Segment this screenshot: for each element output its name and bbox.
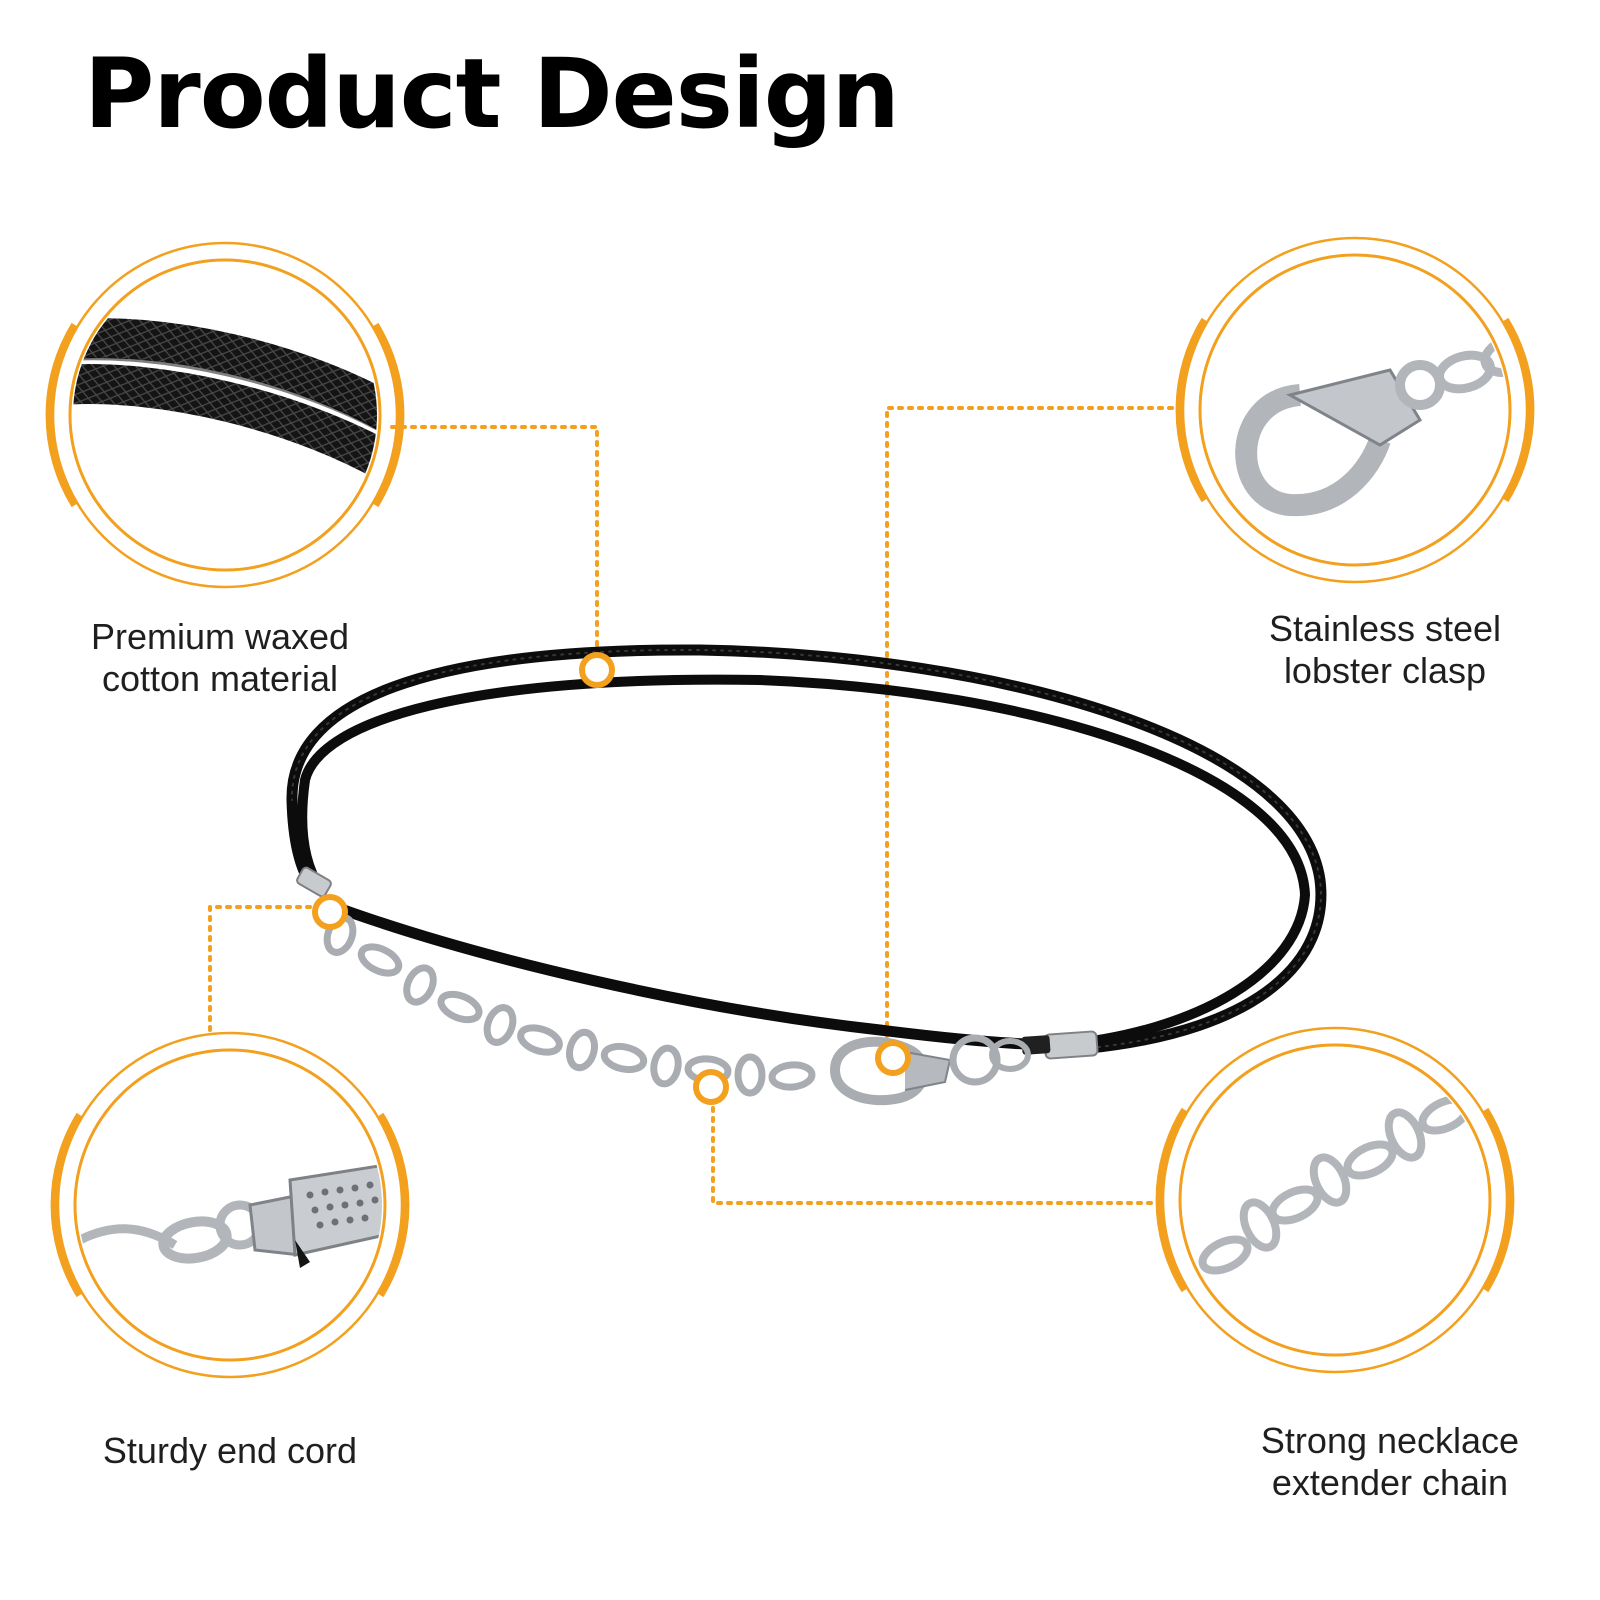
marker-chain — [693, 1069, 729, 1105]
zoom-circle-clasp — [1175, 236, 1535, 584]
callout-label-line: Stainless steel — [1268, 608, 1502, 649]
necklace-cord — [286, 644, 1327, 1054]
callout-label-line: cotton material — [101, 658, 339, 699]
zoom-circle-material — [45, 241, 405, 589]
marker-material — [579, 652, 615, 688]
callout-label-chain: Strong necklace extender chain — [1190, 1420, 1590, 1504]
connector-clasp — [885, 406, 1184, 1047]
callout-label-line: lobster clasp — [1283, 650, 1487, 691]
page-title: Product Design — [84, 38, 900, 150]
lobster-clasp — [829, 1034, 1031, 1106]
connector-chain — [711, 1096, 1165, 1205]
extender-chain — [323, 914, 816, 1097]
zoom-circle-end — [50, 1031, 410, 1379]
callout-label-material: Premium waxed cotton material — [40, 616, 400, 700]
callout-label-clasp: Stainless steel lobster clasp — [1205, 608, 1565, 692]
callout-label-line: Strong necklace — [1260, 1420, 1520, 1461]
callout-markers — [312, 652, 911, 1105]
end-crimp-left — [296, 866, 332, 898]
callout-label-line: Sturdy end cord — [102, 1430, 358, 1471]
marker-end — [312, 894, 348, 930]
connector-material — [390, 425, 599, 662]
callout-connectors — [208, 406, 1184, 1205]
callout-label-end: Sturdy end cord — [40, 1430, 420, 1472]
end-crimp-right — [1021, 1030, 1099, 1060]
connector-end — [208, 905, 322, 1032]
zoom-circle-chain — [1155, 1026, 1515, 1374]
callout-label-line: Premium waxed — [90, 616, 350, 657]
marker-clasp — [875, 1040, 911, 1076]
callout-label-line: extender chain — [1271, 1462, 1509, 1503]
